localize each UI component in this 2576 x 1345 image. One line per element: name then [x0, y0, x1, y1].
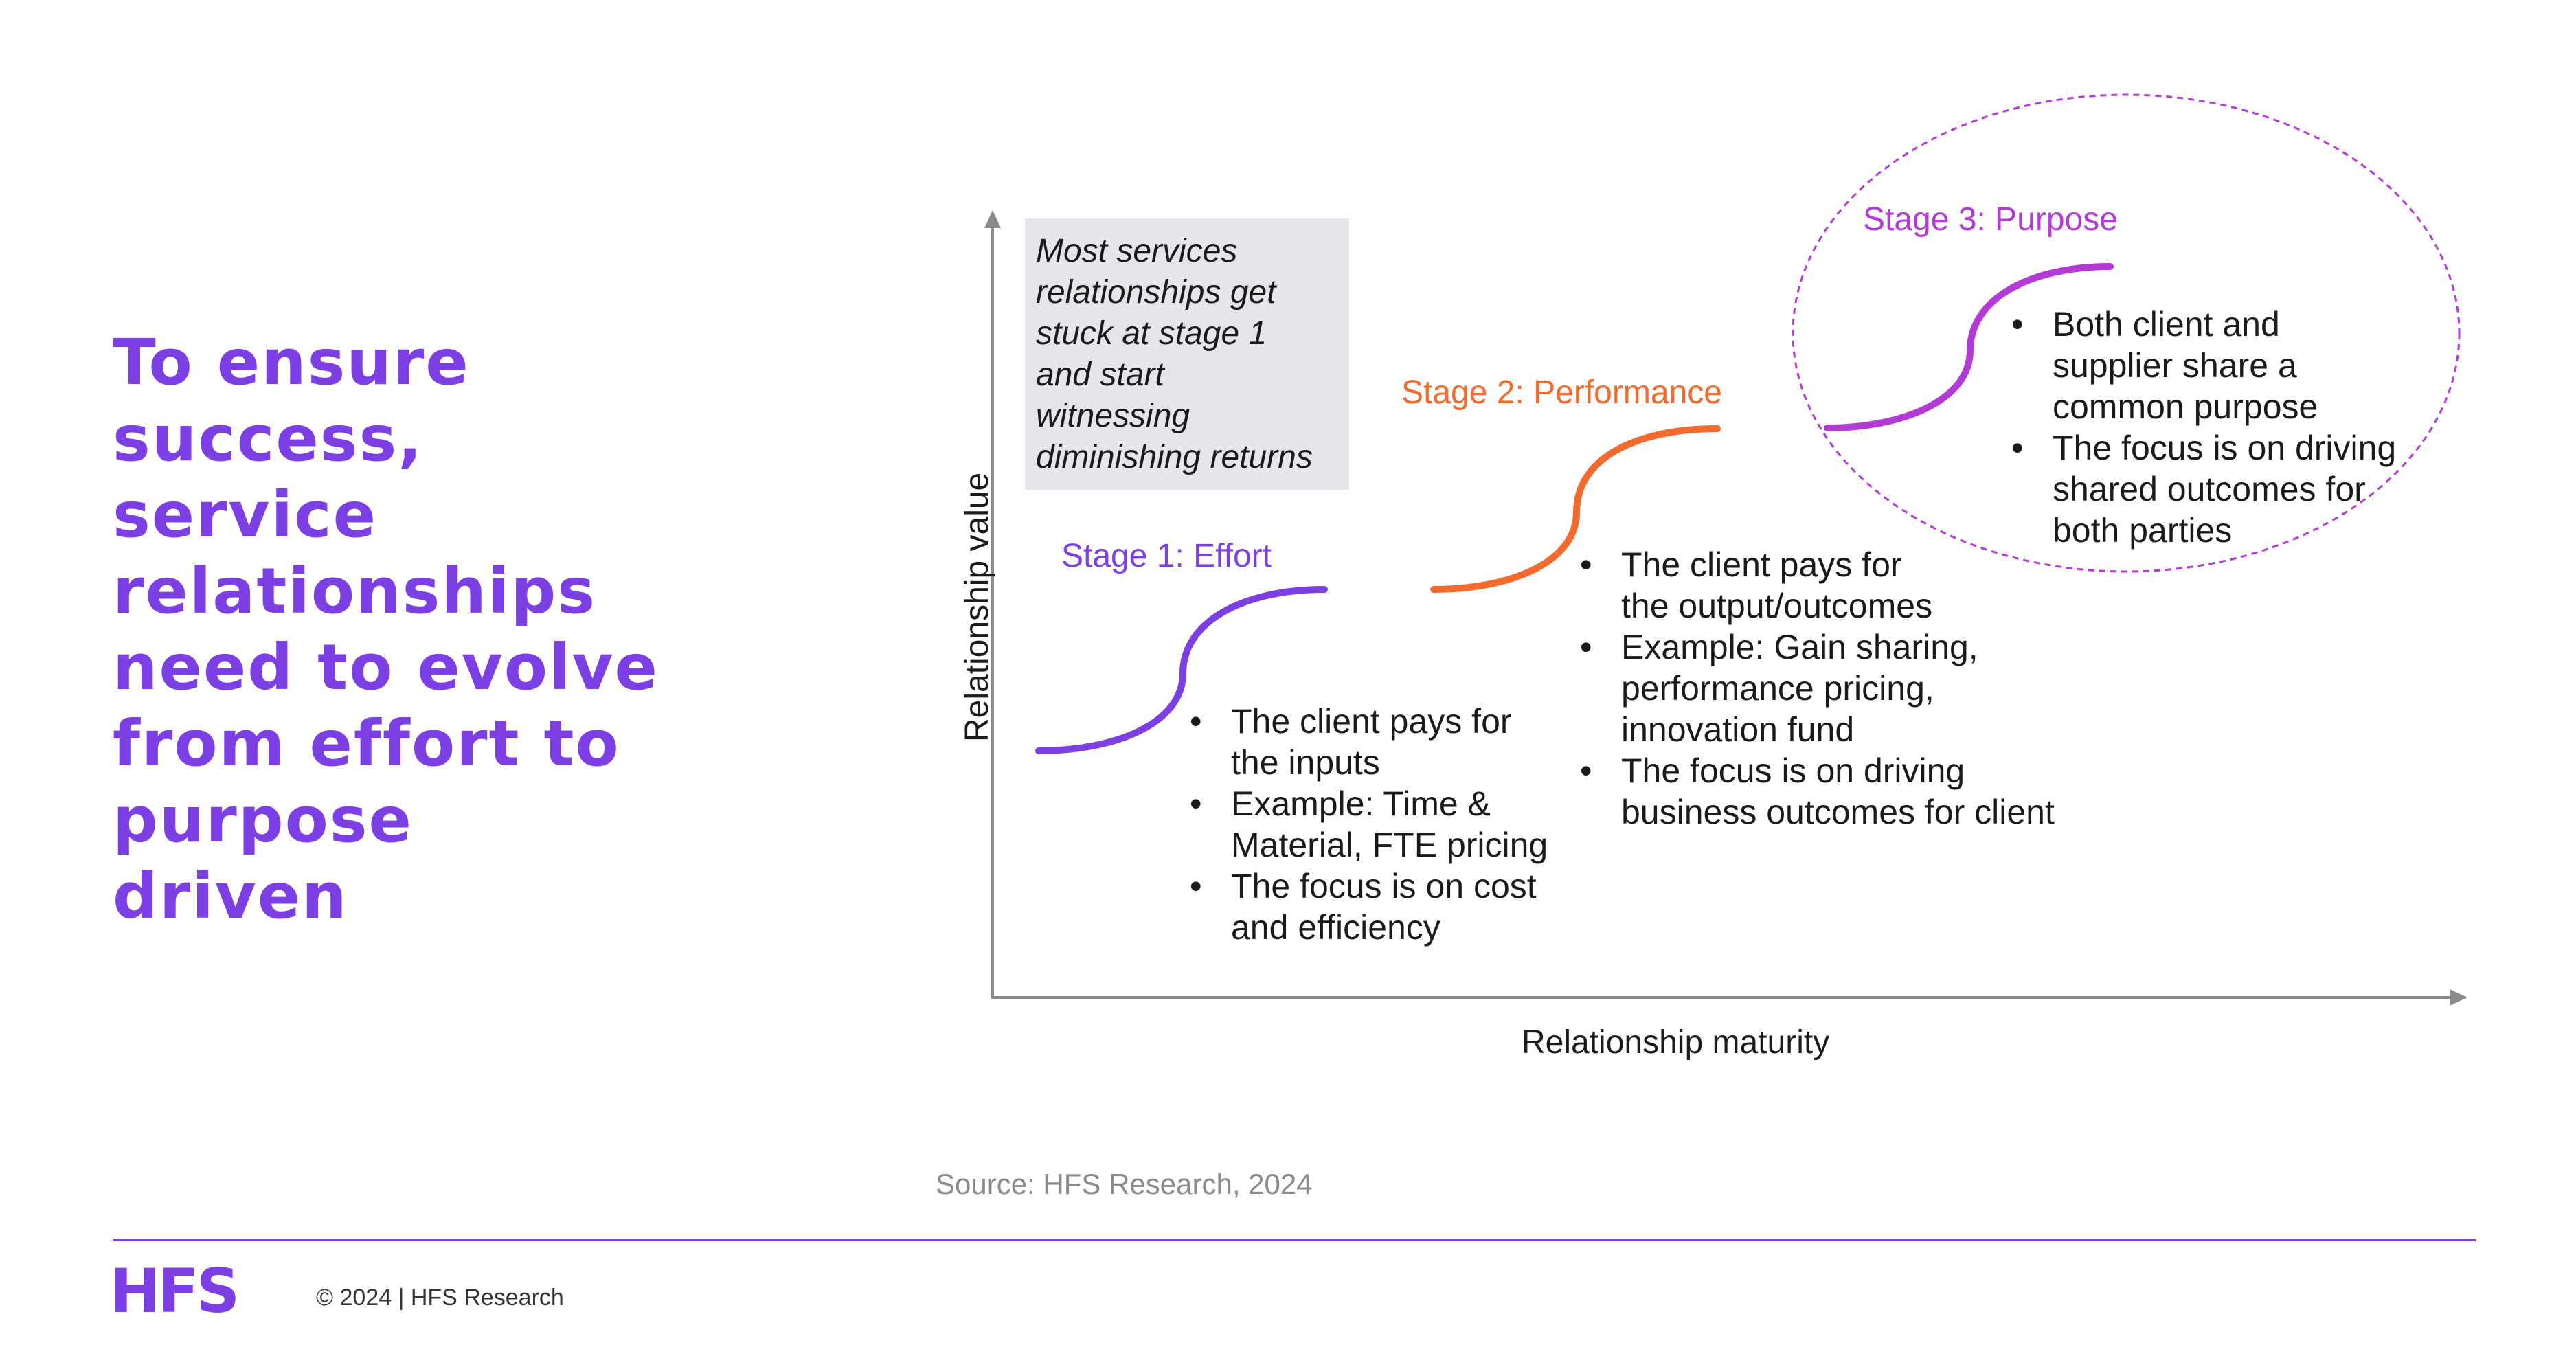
x-axis-label: Relationship maturity — [1522, 1024, 1830, 1061]
callout-line: diminishing returns — [1036, 439, 1313, 475]
bullet-line: shared outcomes for — [2053, 470, 2366, 508]
callout-line: and start — [1036, 357, 1164, 393]
stage-2-title: Stage 2: Performance — [1401, 374, 1722, 411]
stage-3-curve — [1824, 263, 2114, 431]
bullet-line: business outcomes for client — [1621, 793, 2055, 831]
stage-2-bullets: The client pays for the output/outcomes … — [1580, 544, 2055, 833]
stage-3-highlight — [1792, 93, 2461, 573]
stage-2-bullet: Example: Gain sharing, performance prici… — [1580, 626, 2055, 750]
stage-3-bullet: The focus is on driving shared outcomes … — [2011, 427, 2396, 551]
stage-3-bullets: Both client and supplier share a common … — [2011, 304, 2396, 551]
headline-line: service — [113, 478, 377, 552]
bullet-line: The client pays for — [1231, 702, 1512, 741]
stage-1-bullet: The client pays for the inputs — [1190, 701, 1548, 783]
bullet-line: Example: Time & — [1231, 784, 1491, 823]
bullet-line: Both client and — [2053, 305, 2280, 343]
bullet-line: the inputs — [1231, 743, 1380, 782]
bullet-line: performance pricing, — [1621, 669, 1934, 708]
stage-3-title: Stage 3: Purpose — [1863, 201, 2118, 238]
callout-line: stuck at stage 1 — [1036, 315, 1267, 352]
bullet-line: The client pays for — [1621, 545, 1902, 584]
bullet-line: The focus is on driving — [1621, 751, 1965, 790]
bullet-line: Example: Gain sharing, — [1621, 628, 1978, 666]
bullet-line: The focus is on driving — [2053, 429, 2397, 467]
headline-line: success, — [113, 402, 424, 475]
bullet-line: common purpose — [2053, 387, 2318, 426]
headline-line: relationships — [113, 554, 597, 628]
stuck-callout: Most services relationships get stuck at… — [1025, 218, 1349, 490]
headline-line: need to evolve — [113, 631, 659, 704]
y-axis-label: Relationship value — [959, 472, 995, 742]
bullet-line: Material, FTE pricing — [1231, 826, 1548, 864]
x-axis-arrow — [2450, 989, 2467, 1006]
copyright-text: © 2024 | HFS Research — [316, 1285, 564, 1311]
headline-line: purpose — [113, 783, 413, 857]
headline-line: driven — [113, 859, 348, 933]
y-axis-arrow — [984, 210, 1001, 228]
stage-2-bullet: The focus is on driving business outcome… — [1580, 750, 2055, 833]
callout-line: relationships get — [1036, 274, 1276, 310]
headline-line: To ensure — [113, 326, 470, 399]
callout-line: witnessing — [1036, 398, 1190, 434]
hfs-logo: HFS — [110, 1256, 240, 1326]
stage-1-bullet: The focus is on cost and efficiency — [1190, 866, 1548, 948]
stage-3-bullet: Both client and supplier share a common … — [2011, 304, 2396, 427]
bullet-line: the output/outcomes — [1621, 587, 1933, 625]
source-note: Source: HFS Research, 2024 — [936, 1168, 1313, 1200]
stage-2-curve — [1430, 425, 1721, 593]
stage-1-curve — [1035, 586, 1328, 754]
callout-line: Most services — [1036, 233, 1238, 269]
stage-1-title: Stage 1: Effort — [1061, 538, 1272, 574]
bullet-line: both parties — [2053, 511, 2233, 550]
stage-1-bullets: The client pays for the inputs Example: … — [1190, 701, 1548, 948]
footer-divider — [113, 1239, 2476, 1241]
headline-line: from effort to — [113, 707, 620, 780]
bullet-line: innovation fund — [1621, 710, 1855, 749]
bullet-line: supplier share a — [2053, 346, 2297, 385]
bullet-line: The focus is on cost — [1231, 867, 1537, 905]
stage-2-bullet: The client pays for the output/outcomes — [1580, 544, 2055, 626]
stage-1-bullet: Example: Time & Material, FTE pricing — [1190, 783, 1548, 866]
bullet-line: and efficiency — [1231, 908, 1440, 947]
headline: To ensure success, service relationships… — [113, 324, 800, 934]
